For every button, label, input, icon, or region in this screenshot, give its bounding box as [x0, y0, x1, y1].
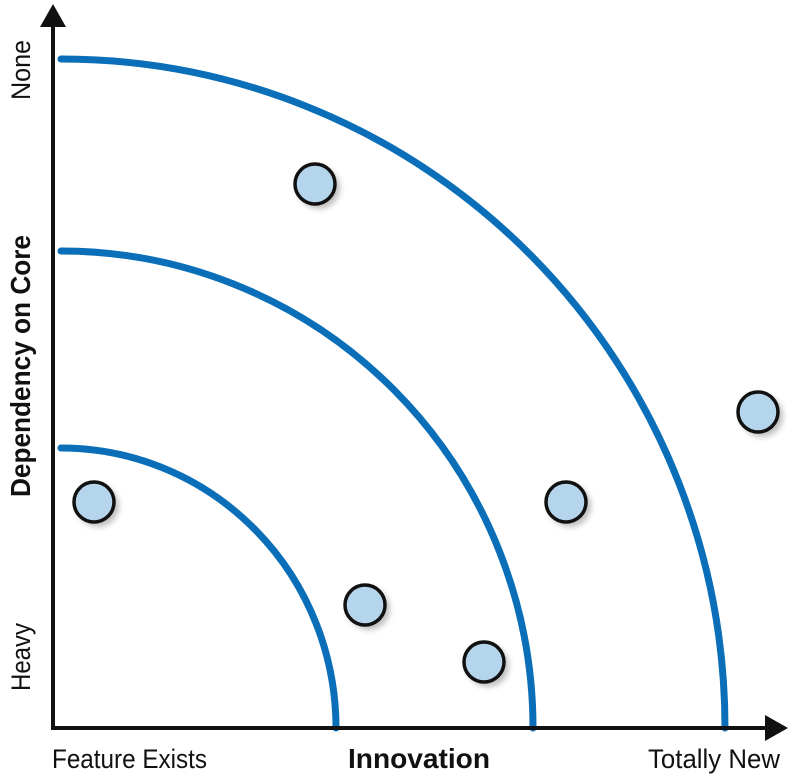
item-dot — [462, 640, 509, 687]
item-dots — [72, 162, 783, 687]
y-axis-arrow-icon — [40, 4, 66, 27]
y-axis-title: Dependency on Core — [5, 235, 36, 497]
middle-arc — [57, 247, 537, 732]
item-dot — [544, 480, 591, 527]
y-axis-low-label: Heavy — [6, 623, 36, 691]
x-axis-start-label: Feature Exists — [52, 744, 207, 774]
x-axis-arrow-icon — [765, 715, 788, 741]
outer-arc — [57, 55, 729, 732]
item-dot — [293, 162, 340, 209]
y-axis-high-label: None — [6, 40, 36, 100]
arc-bands — [57, 55, 729, 732]
item-dot — [343, 583, 390, 630]
item-dot — [736, 390, 783, 437]
x-axis-end-label: Totally New — [648, 744, 780, 774]
axes — [40, 4, 788, 741]
item-dot — [72, 480, 119, 527]
inner-arc — [57, 444, 340, 732]
x-axis-title: Innovation — [348, 743, 490, 774]
